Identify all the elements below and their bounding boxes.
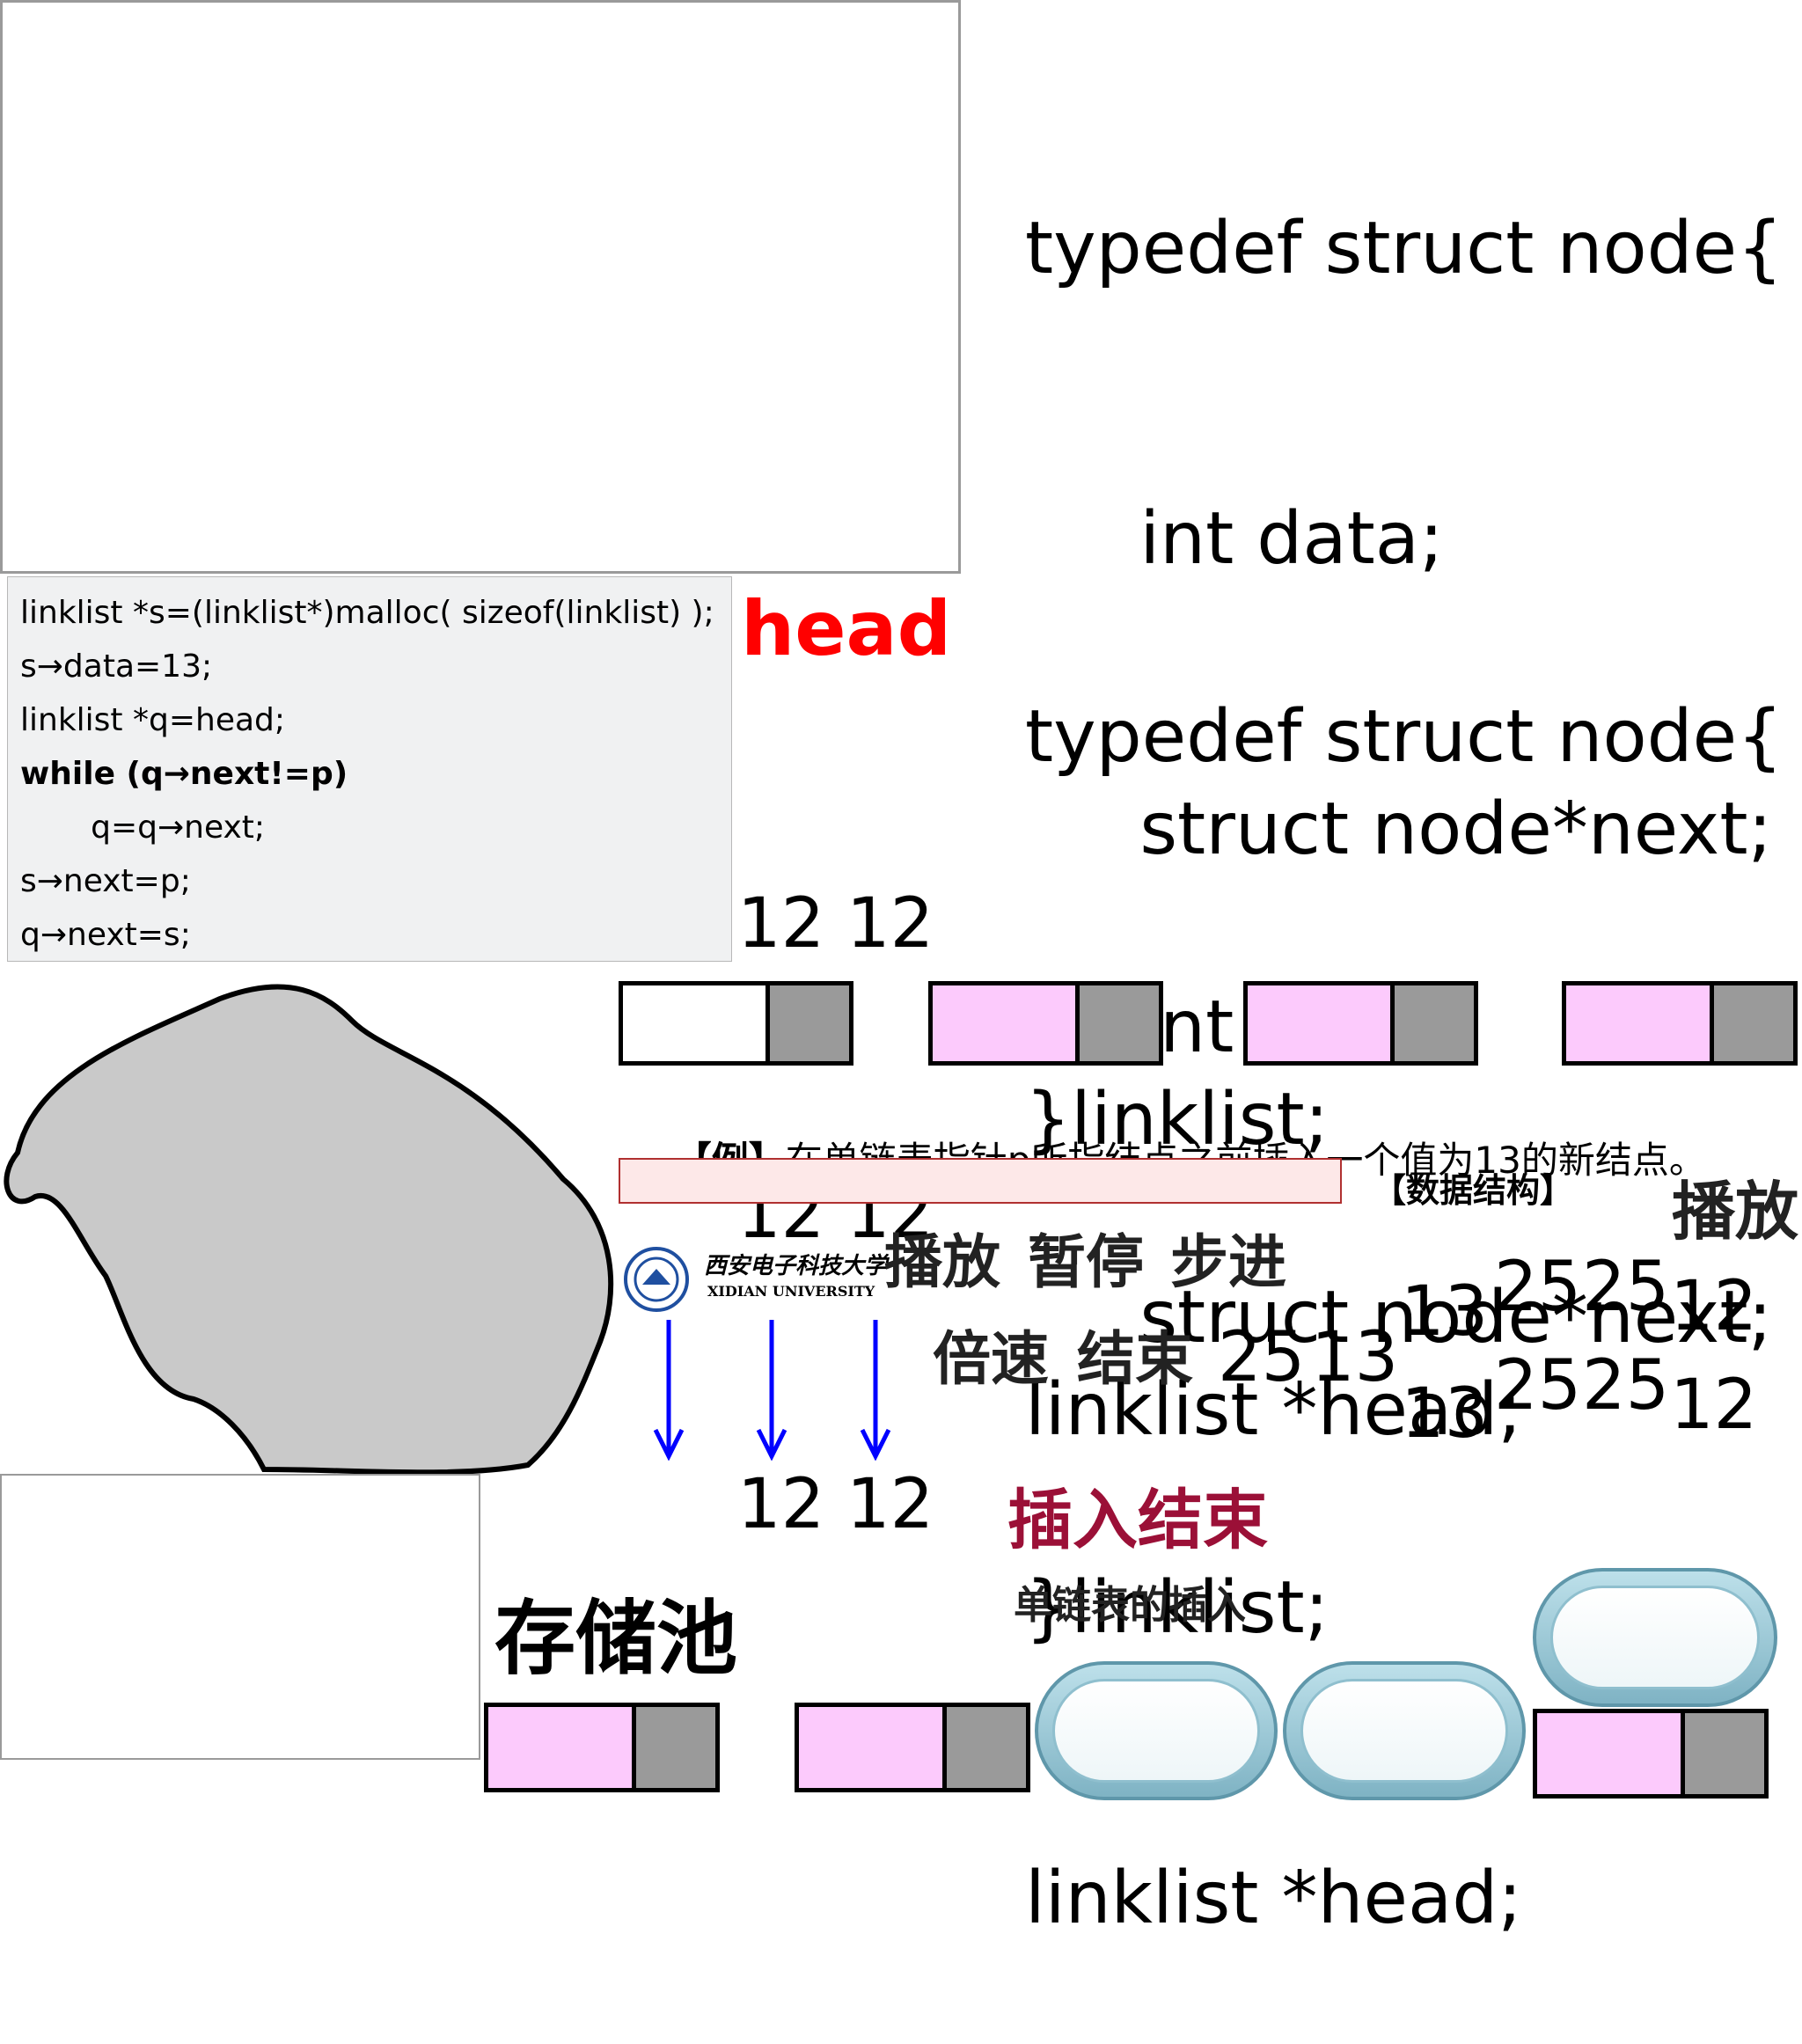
struct-line: }linklist; [1025, 1566, 1330, 1650]
right-number: 12 [1670, 1366, 1758, 1445]
arrow-down-icon [860, 1320, 891, 1461]
play-button-right[interactable]: 播放 [1672, 1175, 1799, 1249]
code-line-while: while (q→next!=p) [20, 756, 348, 792]
linked-node [795, 1703, 1030, 1792]
blank-frame-bottom [0, 1474, 480, 1760]
struct-line: linklist *head; [1025, 1857, 1522, 1940]
struct-line: }linklist; [1025, 1078, 1330, 1161]
right-number: 25 [1494, 1346, 1582, 1425]
right-number: 13 [1401, 1374, 1489, 1454]
struct-line: typedef struct node{ [1025, 207, 1784, 290]
highlight-bar [619, 1158, 1342, 1204]
university-name-en: XIDIAN UNIVERSITY [707, 1283, 875, 1300]
struct-line: linklist *head; [1025, 1368, 1522, 1452]
struct-definition-1: typedef struct node{ int data; struct no… [1025, 7, 1783, 1556]
storage-pool-label: 存储池 [494, 1592, 738, 1686]
pill-shape [1035, 1661, 1278, 1800]
code-line: s→next=p; [20, 863, 191, 899]
head-label: head [741, 585, 952, 673]
struct-line: typedef struct node{ [1025, 695, 1784, 779]
struct-line: struct node*next; [1025, 788, 1773, 871]
linked-node [1533, 1709, 1769, 1799]
linked-node [1562, 981, 1798, 1066]
speed-button[interactable]: 倍速 [933, 1325, 1049, 1393]
number-row: 12 12 [737, 884, 934, 963]
pill-shape [1533, 1568, 1777, 1707]
data-structure-tag: 【数据结构】 [1373, 1171, 1574, 1210]
subtitle: 单链表的插入 [1014, 1583, 1246, 1628]
university-name-cn: 西安电子科技大学 [704, 1253, 888, 1279]
step-button[interactable]: 步进 [1170, 1228, 1286, 1296]
right-number: 25 [1494, 1248, 1582, 1327]
right-number: 25 [1582, 1248, 1670, 1327]
right-number: 13 [1401, 1272, 1489, 1352]
linked-node [1243, 981, 1478, 1066]
arrow-down-icon [756, 1320, 787, 1461]
mid-number: 13 [1311, 1318, 1399, 1397]
storage-pool-blob [4, 984, 614, 1476]
struct-line: int data; [1025, 497, 1444, 581]
right-number: 12 [1670, 1267, 1758, 1346]
right-number: 25 [1582, 1346, 1670, 1425]
university-emblem-icon [624, 1247, 689, 1312]
linked-node-empty [619, 981, 853, 1066]
end-button[interactable]: 结束 [1077, 1325, 1193, 1393]
linked-node [928, 981, 1163, 1066]
number-row: 12 12 [737, 1465, 934, 1544]
pill-shape [1283, 1661, 1526, 1800]
linked-node [484, 1703, 720, 1792]
code-line: s→data=13; [20, 648, 213, 685]
arrow-down-icon [653, 1320, 685, 1461]
insert-code-panel: linklist *s=(linklist*)malloc( sizeof(li… [7, 576, 732, 962]
code-line: q=q→next; [20, 810, 266, 846]
university-logo: 西安电子科技大学 XIDIAN UNIVERSITY [623, 1241, 887, 1320]
pause-button[interactable]: 暂停 [1028, 1228, 1144, 1296]
blank-frame-top [0, 0, 961, 574]
code-line: linklist *q=head; [20, 702, 286, 738]
code-line: linklist *s=(linklist*)malloc( sizeof(li… [20, 595, 714, 631]
play-button[interactable]: 播放 [884, 1228, 1000, 1296]
mid-number: 25 [1218, 1318, 1306, 1397]
code-line: q→next=s; [20, 917, 191, 953]
struct-line: struct node*next; [1025, 1276, 1773, 1359]
insert-end-label: 插入结束 [1007, 1483, 1268, 1558]
